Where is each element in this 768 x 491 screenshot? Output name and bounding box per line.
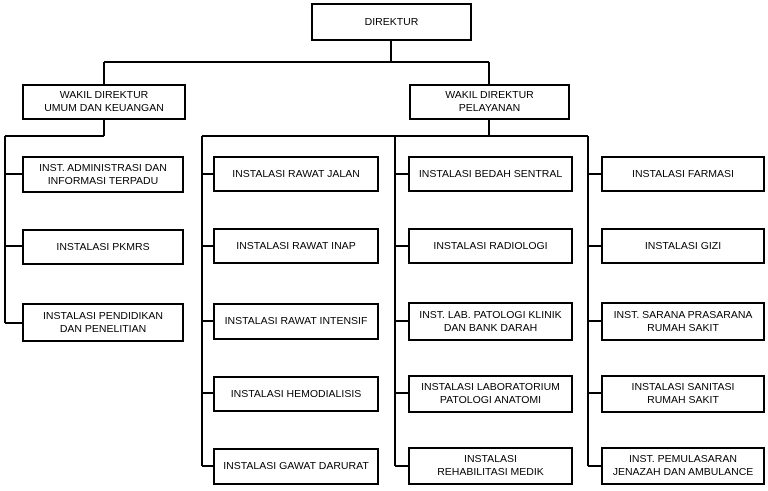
unit-facilities-infrastructure-box: INST. SARANA PRASARANA RUMAH SAKIT	[601, 302, 765, 341]
deputy-general-finance-box: WAKIL DIREKTUR UMUM DAN KEUANGAN	[22, 84, 186, 120]
unit-nutrition-box: INSTALASI GIZI	[601, 228, 765, 264]
unit-mortuary-ambulance-box: INST. PEMULASARAN JENAZAH DAN AMBULANCE	[601, 447, 765, 485]
unit-admin-information-box: INST. ADMINISTRASI DAN INFORMASI TERPADU	[22, 156, 184, 193]
unit-central-surgery-box: INSTALASI BEDAH SENTRAL	[408, 156, 573, 192]
unit-hemodialysis-box: INSTALASI HEMODIALISIS	[213, 376, 379, 412]
unit-pharmacy-box: INSTALASI FARMASI	[601, 156, 765, 192]
unit-clinical-pathology-blood-bank-box: INST. LAB. PATOLOGI KLINIK DAN BANK DARA…	[408, 302, 573, 341]
unit-radiology-box: INSTALASI RADIOLOGI	[408, 228, 573, 264]
deputy-services-box: WAKIL DIREKTUR PELAYANAN	[409, 84, 570, 120]
unit-education-research-box: INSTALASI PENDIDIKAN DAN PENELITIAN	[22, 303, 184, 342]
unit-intensive-care-box: INSTALASI RAWAT INTENSIF	[213, 303, 379, 340]
unit-outpatient-box: INSTALASI RAWAT JALAN	[213, 156, 379, 192]
unit-pkmrs-box: INSTALASI PKMRS	[22, 229, 184, 265]
unit-inpatient-box: INSTALASI RAWAT INAP	[213, 228, 379, 264]
unit-medical-rehabilitation-box: INSTALASI REHABILITASI MEDIK	[408, 447, 573, 485]
unit-anatomical-pathology-lab-box: INSTALASI LABORATORIUM PATOLOGI ANATOMI	[408, 375, 573, 413]
director-box: DIREKTUR	[311, 3, 472, 41]
unit-sanitation-box: INSTALASI SANITASI RUMAH SAKIT	[601, 375, 765, 413]
unit-emergency-box: INSTALASI GAWAT DARURAT	[213, 448, 379, 485]
